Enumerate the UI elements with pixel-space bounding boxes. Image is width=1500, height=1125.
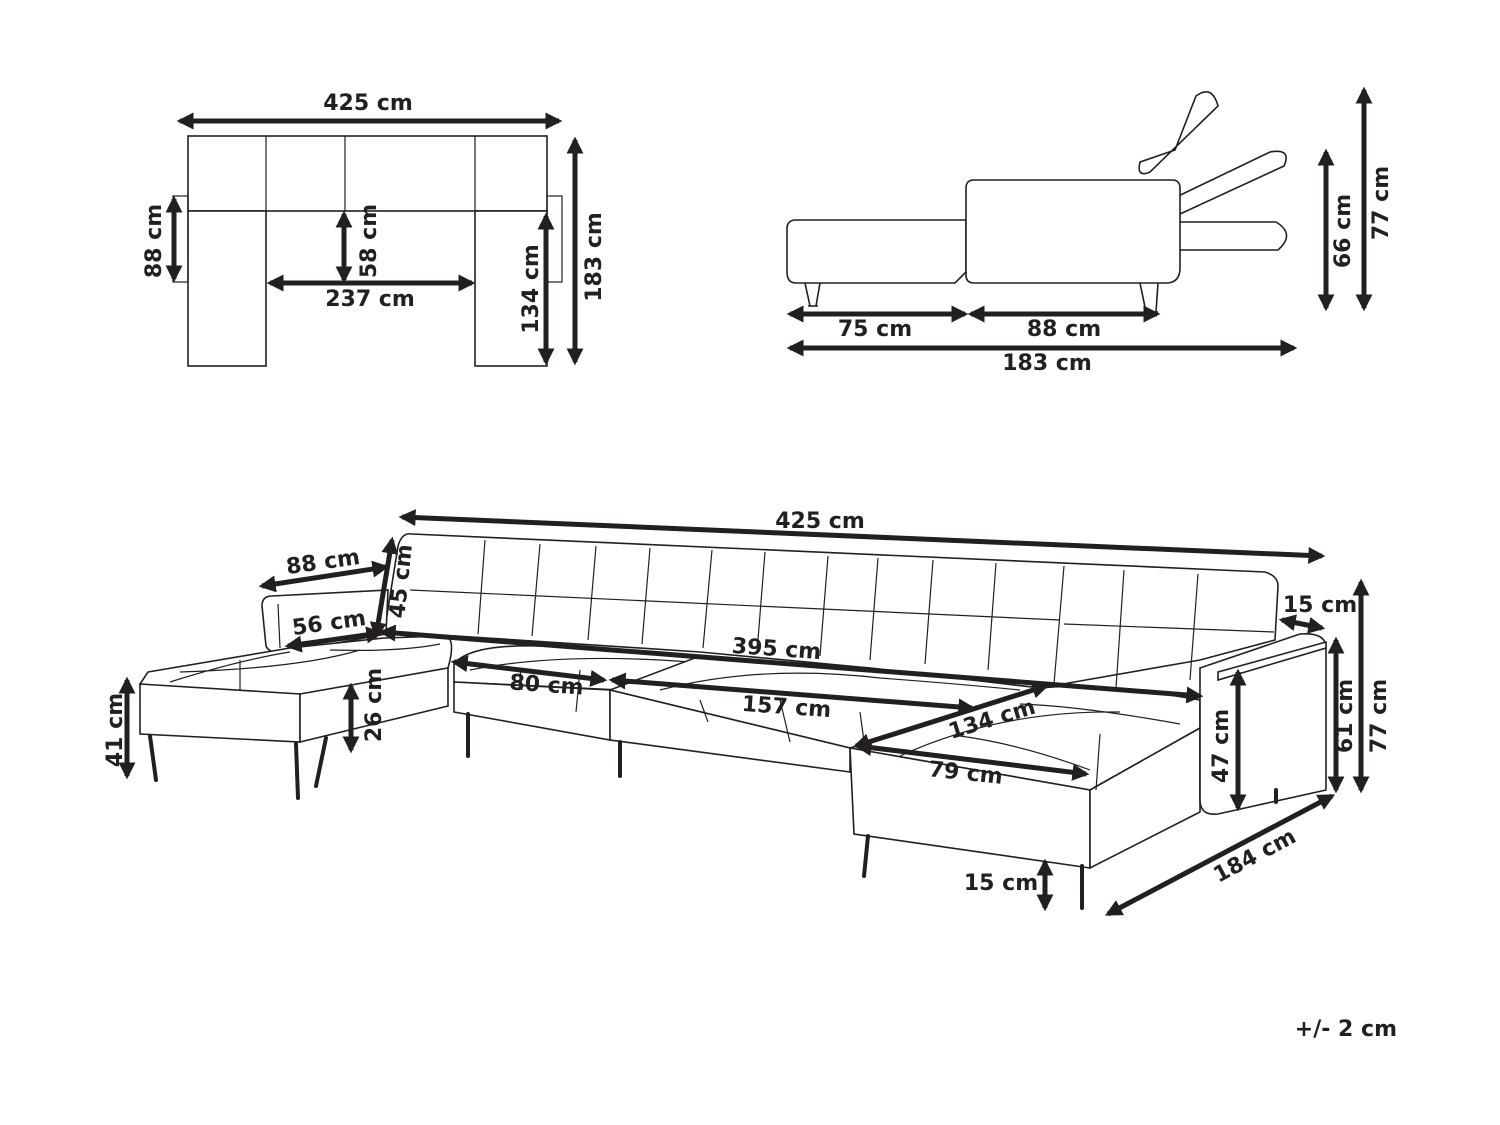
dim-armrest-height: 47 cm <box>1209 709 1234 783</box>
dim-chaise-width-arrow <box>854 739 1090 781</box>
dim-top-chaise-length: 134 cm <box>519 244 544 334</box>
dim-total-width: 425 cm <box>775 509 865 534</box>
sofa-outline <box>138 532 1327 910</box>
side-view-outline <box>786 90 1288 313</box>
dim-top-width: 425 cm <box>323 91 413 116</box>
dim-top-chaise-depth: 88 cm <box>142 204 167 278</box>
dim-total-depth-arrow <box>1104 793 1336 917</box>
perspective-view: 425 cm 88 cm 45 cm 56 cm 41 cm 26 cm 395… <box>103 509 1392 917</box>
dim-side-height-upright: 77 cm <box>1369 166 1394 240</box>
dim-seat-width: 395 cm <box>731 634 822 665</box>
dim-armrest-width: 15 cm <box>1283 593 1357 618</box>
dim-module-width-arrow <box>450 655 608 687</box>
dim-leg-height: 15 cm <box>964 871 1038 896</box>
dim-backrest-height-arrow <box>369 536 399 640</box>
dim-side-height-flat: 66 cm <box>1331 194 1356 268</box>
side-view: 75 cm 88 cm 183 cm 66 cm 77 cm <box>786 86 1394 376</box>
dim-seat-width-arrow <box>378 624 1204 704</box>
dim-top-middle-width: 237 cm <box>325 287 415 312</box>
dim-chaise-length-arrow <box>852 681 1050 751</box>
dim-side-back: 88 cm <box>1027 317 1101 342</box>
top-view: 425 cm 88 cm 58 cm 237 cm 134 cm 183 cm <box>142 91 607 367</box>
top-view-outline <box>172 135 563 367</box>
tolerance-note: +/- 2 cm <box>1295 1017 1397 1042</box>
dim-top-seat-depth: 58 cm <box>357 204 382 278</box>
dim-side-front: 75 cm <box>838 317 912 342</box>
dim-seat-height: 61 cm <box>1333 679 1358 753</box>
dim-module-width: 80 cm <box>509 670 585 700</box>
dim-left-seat-depth-arrow <box>284 626 384 653</box>
dim-seat-thickness: 26 cm <box>362 668 387 742</box>
dim-top-depth: 183 cm <box>582 212 607 302</box>
dim-armrest-length-arrow <box>258 560 390 593</box>
dim-total-height: 77 cm <box>1367 679 1392 753</box>
dim-armrest-width-arrow <box>1278 614 1326 634</box>
dim-side-depth: 183 cm <box>1002 351 1092 376</box>
dim-middle-width: 157 cm <box>741 692 832 723</box>
dim-total-width-arrow <box>398 509 1326 564</box>
dim-leg-height-left: 41 cm <box>103 693 128 767</box>
